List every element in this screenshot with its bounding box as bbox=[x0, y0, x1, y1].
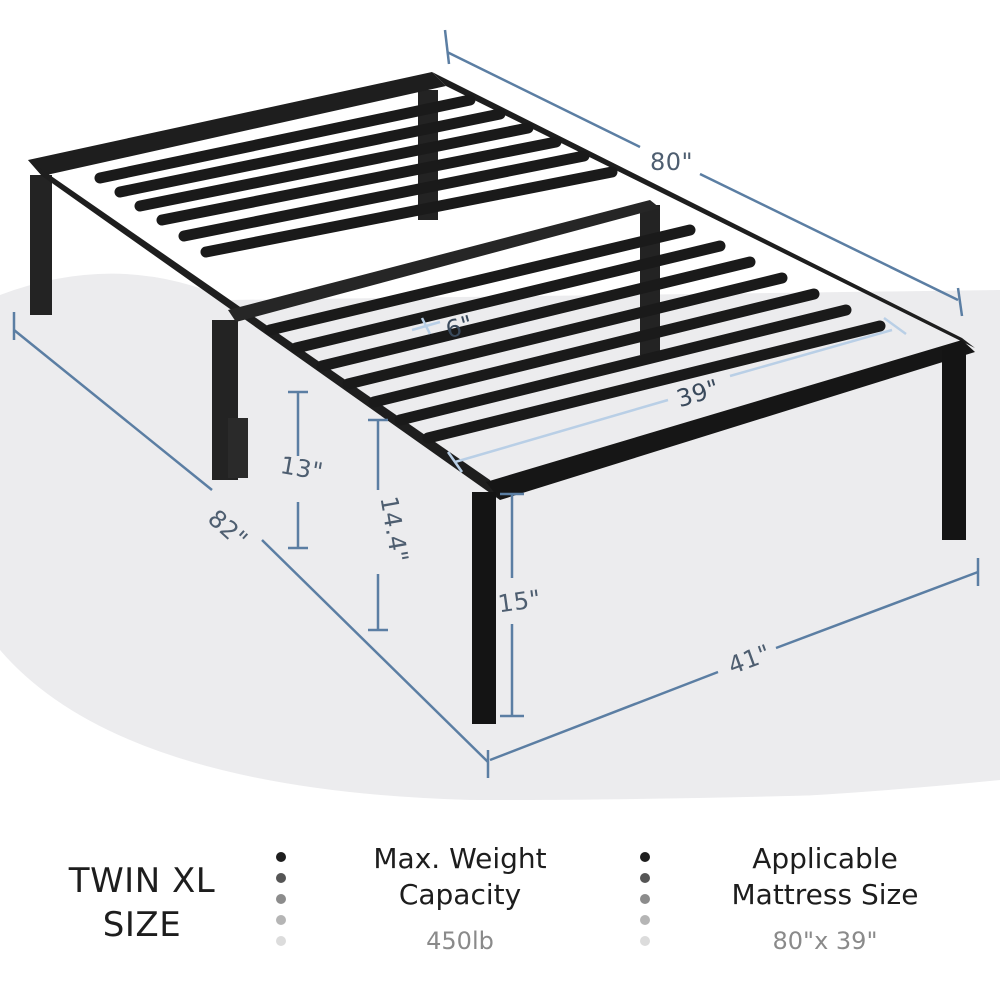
divider-dots-right bbox=[640, 852, 652, 957]
size-line1: TWIN XL bbox=[68, 861, 216, 901]
weight-label-line1: Max. Weight bbox=[373, 842, 547, 875]
front-legs bbox=[472, 350, 966, 724]
length-label: 80" bbox=[650, 148, 693, 176]
slats bbox=[94, 94, 886, 444]
side-rails bbox=[28, 72, 975, 500]
mattress-label-line2: Mattress Size bbox=[731, 878, 919, 911]
floor-shadow bbox=[0, 273, 1000, 803]
mattress-label-line1: Applicable bbox=[752, 842, 898, 875]
dimension-length: 80" bbox=[443, 29, 964, 317]
weight-label-line2: Capacity bbox=[398, 878, 522, 911]
front-rail bbox=[486, 340, 975, 500]
weight-value: 450lb bbox=[426, 927, 494, 955]
size-line2: SIZE bbox=[102, 905, 182, 945]
divider-dots-left bbox=[276, 852, 288, 957]
center-rail bbox=[228, 200, 660, 322]
weight-spec: Max. Weight Capacity 450lb bbox=[340, 841, 580, 955]
floor-edge bbox=[0, 650, 1000, 1000]
mattress-value: 80"x 39" bbox=[772, 927, 878, 955]
height-label: 15" bbox=[496, 585, 543, 619]
size-title: TWIN XL SIZE bbox=[62, 859, 222, 947]
spec-bar: TWIN XL SIZE Max. Weight Capacity 450lb … bbox=[0, 835, 1000, 1000]
dimension-height: 15" bbox=[496, 492, 543, 718]
center-leg bbox=[228, 418, 248, 478]
mattress-spec: Applicable Mattress Size 80"x 39" bbox=[700, 841, 950, 955]
